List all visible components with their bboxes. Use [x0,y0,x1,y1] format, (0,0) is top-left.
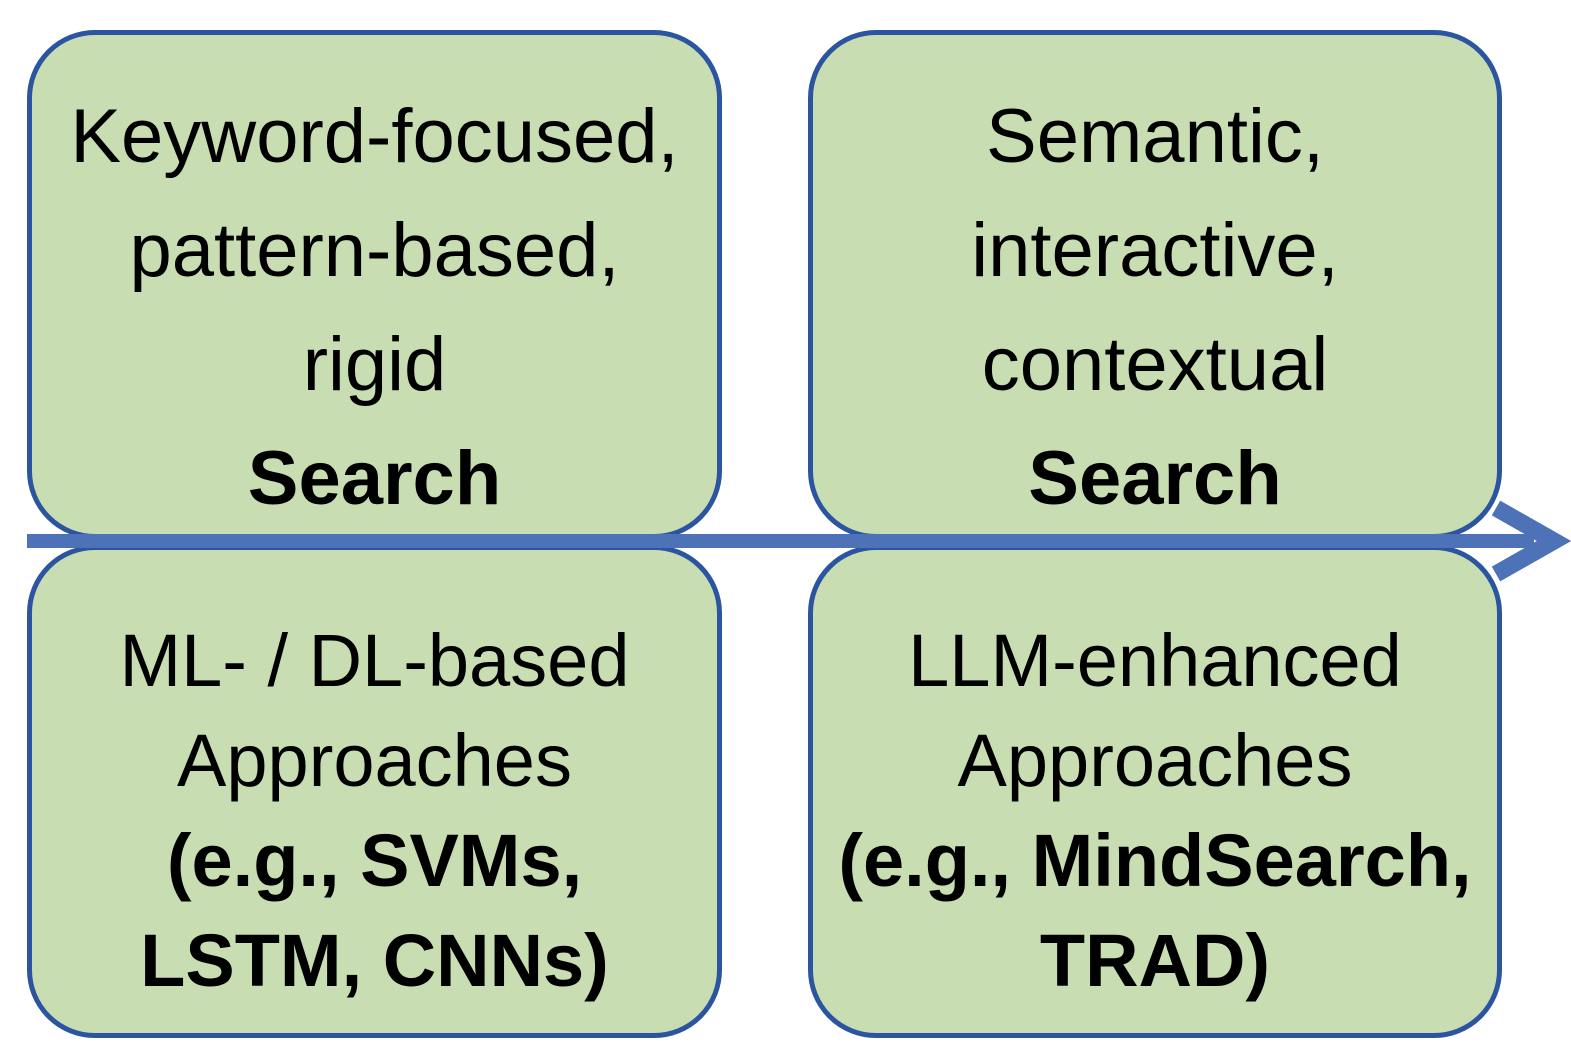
quadrant-line: Approaches [957,718,1353,802]
quadrant-line: interactive, [971,207,1339,293]
quadrant-line-emphasis: Search [247,435,502,521]
quadrant-top-left-box: Keyword-focused, pattern-based, rigid Se… [27,30,722,539]
quadrant-line: rigid [302,321,447,407]
quadrant-line-emphasis: LSTM, CNNs) [140,918,609,1002]
quadrant-line-emphasis: (e.g., MindSearch, [838,818,1472,902]
quadrant-line-emphasis: TRAD) [1039,918,1271,1002]
quadrant-line: pattern-based, [129,207,620,293]
quadrant-line: contextual [981,321,1329,407]
quadrant-line: Semantic, [986,93,1324,179]
quadrant-line: Keyword-focused, [70,93,679,179]
quadrant-line: LLM-enhanced [908,618,1402,702]
quadrant-bottom-left-box: ML- / DL-based Approaches (e.g., SVMs, L… [27,545,722,1038]
quadrant-line-emphasis: (e.g., SVMs, [166,818,583,902]
quadrant-top-right-box: Semantic, interactive, contextual Search [808,30,1502,539]
quadrant-line: Approaches [177,718,572,802]
quadrant-bottom-right-box: LLM-enhanced Approaches (e.g., MindSearc… [808,545,1502,1038]
quadrant-line: ML- / DL-based [119,618,630,702]
quadrant-line-emphasis: Search [1028,435,1282,521]
